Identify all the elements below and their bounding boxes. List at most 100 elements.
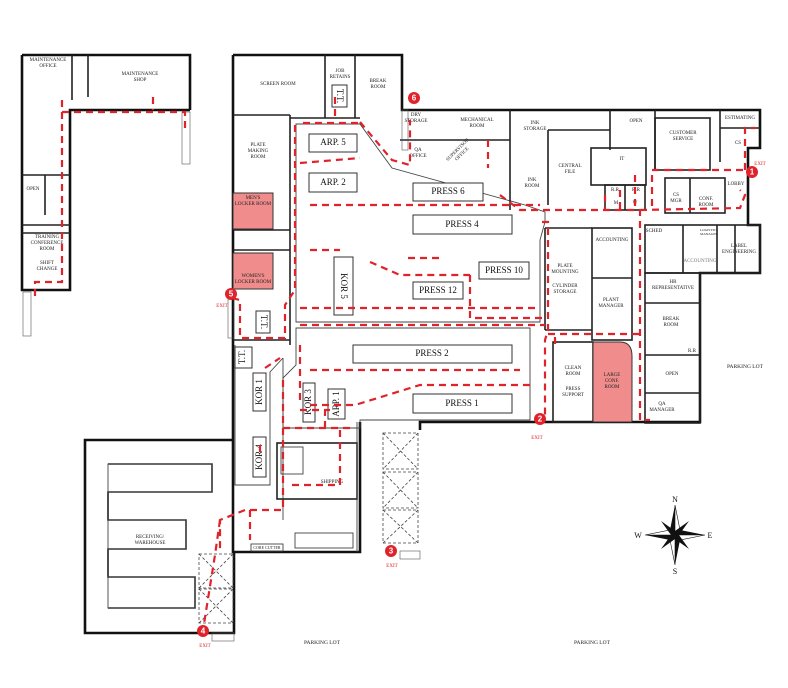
svg-text:EXIT: EXIT (531, 436, 542, 441)
label-line: ACCOUNTING (595, 238, 628, 243)
route-exit-3 (218, 380, 355, 550)
label-conf-room: CONF.ROOM (698, 197, 714, 208)
label-line: CYLINDER (552, 284, 578, 289)
label-line: OPEN (26, 187, 39, 192)
label-line: MAKING (248, 149, 269, 154)
route-top-hall (299, 97, 540, 207)
svg-text:KOR 5: KOR 5 (339, 273, 349, 299)
label-m: M (614, 201, 619, 206)
label-receiving: RECEIVING/WAREHOUSE (135, 535, 166, 546)
route-maintenance (33, 97, 187, 300)
equipment-press4: PRESS 4 (412, 214, 513, 235)
svg-text:ARP. 2: ARP. 2 (320, 177, 346, 187)
label-line: IT (620, 157, 625, 162)
equipment-press10: PRESS 10 (478, 261, 530, 280)
label-line: LOCKER ROOM (235, 202, 272, 207)
label-supervisor: SUPERVISOROFFICE (446, 137, 476, 167)
svg-text:PRESS 1: PRESS 1 (445, 398, 478, 408)
label-line: ACCOUNTING (683, 259, 716, 264)
label-rr3: R.R (688, 349, 697, 354)
label-line: INK (528, 178, 537, 183)
label-line: CHANGE (37, 267, 58, 272)
label-line: LOBBY (728, 182, 745, 187)
svg-text:T.T.: T.T. (335, 89, 345, 103)
label-line: ROOM (39, 247, 55, 252)
label-line: CUSTOMER (669, 131, 697, 136)
route-offices (499, 126, 755, 422)
label-line: CLEAN (565, 366, 582, 371)
label-line: ROOM (370, 85, 386, 90)
label-estimating: ESTIMATING (725, 116, 755, 121)
label-line: ENGINEERING (722, 250, 756, 255)
label-rr2: R.R (632, 188, 641, 193)
label-line: QA (414, 148, 422, 153)
equipment-kor4: KOR 4 (252, 436, 267, 478)
parking-lot-label-south-west: PARKING LOT (304, 640, 341, 646)
equipment-press2: PRESS 2 (352, 344, 513, 364)
label-line: RECEIVING/ (136, 535, 165, 540)
label-it: IT (620, 157, 625, 162)
svg-text:EXIT: EXIT (199, 644, 210, 649)
route-exit-5 (231, 125, 297, 340)
svg-text:EXIT: EXIT (754, 162, 765, 167)
equipment-tt-locker: T.T. (255, 310, 271, 334)
label-line: RETAINS (330, 75, 351, 80)
label-shipping: SHIPPING (321, 480, 344, 485)
route-press-area (298, 248, 545, 407)
evacuation-routes (33, 97, 755, 631)
svg-text:3: 3 (389, 547, 394, 556)
equipment-kor5: KOR 5 (333, 256, 354, 316)
label-line: CORE CUTTER (253, 545, 281, 550)
label-line: ROOM (524, 184, 540, 189)
svg-text:PRESS 6: PRESS 6 (431, 186, 465, 196)
parking-lot-label-south-east: PARKING LOT (574, 640, 611, 646)
label-open-left: OPEN (26, 187, 39, 192)
label-line: MGR (670, 199, 682, 204)
svg-text:2: 2 (538, 415, 543, 424)
label-line: OPEN (629, 119, 642, 124)
label-line: CENTRAL (558, 164, 581, 169)
label-line: JOB (336, 69, 346, 74)
svg-text:PRESS 12: PRESS 12 (419, 285, 457, 295)
label-line: MAINTENANCE (30, 58, 67, 63)
label-line: SHOP (134, 78, 147, 83)
svg-text:E: E (708, 531, 713, 540)
main-building (83, 53, 762, 635)
svg-text:N: N (672, 495, 678, 504)
label-line: MANAGER (598, 304, 624, 309)
label-line: ROOM (663, 323, 679, 328)
equipment-kor3: KOR 3 (302, 382, 316, 423)
route-exit-6 (359, 120, 490, 168)
label-line: ROOM (250, 155, 266, 160)
label-line: LOCKER ROOM (235, 280, 272, 285)
equipment-arp5: ARP. 5 (308, 133, 358, 153)
label-line: SUPPORT (562, 393, 584, 398)
label-line: SERVICE (673, 137, 693, 142)
equipment-press6: PRESS 6 (412, 182, 484, 202)
label-line: FILE (565, 170, 576, 175)
label-line: STORAGE (405, 119, 428, 124)
stairs (22, 111, 191, 337)
label-accounting-right: ACCOUNTING (683, 259, 716, 264)
route-exit-2 (539, 220, 640, 419)
label-line: PLATE (558, 264, 573, 269)
label-line: PLATE (251, 143, 266, 148)
label-line: PRESS (566, 387, 581, 392)
